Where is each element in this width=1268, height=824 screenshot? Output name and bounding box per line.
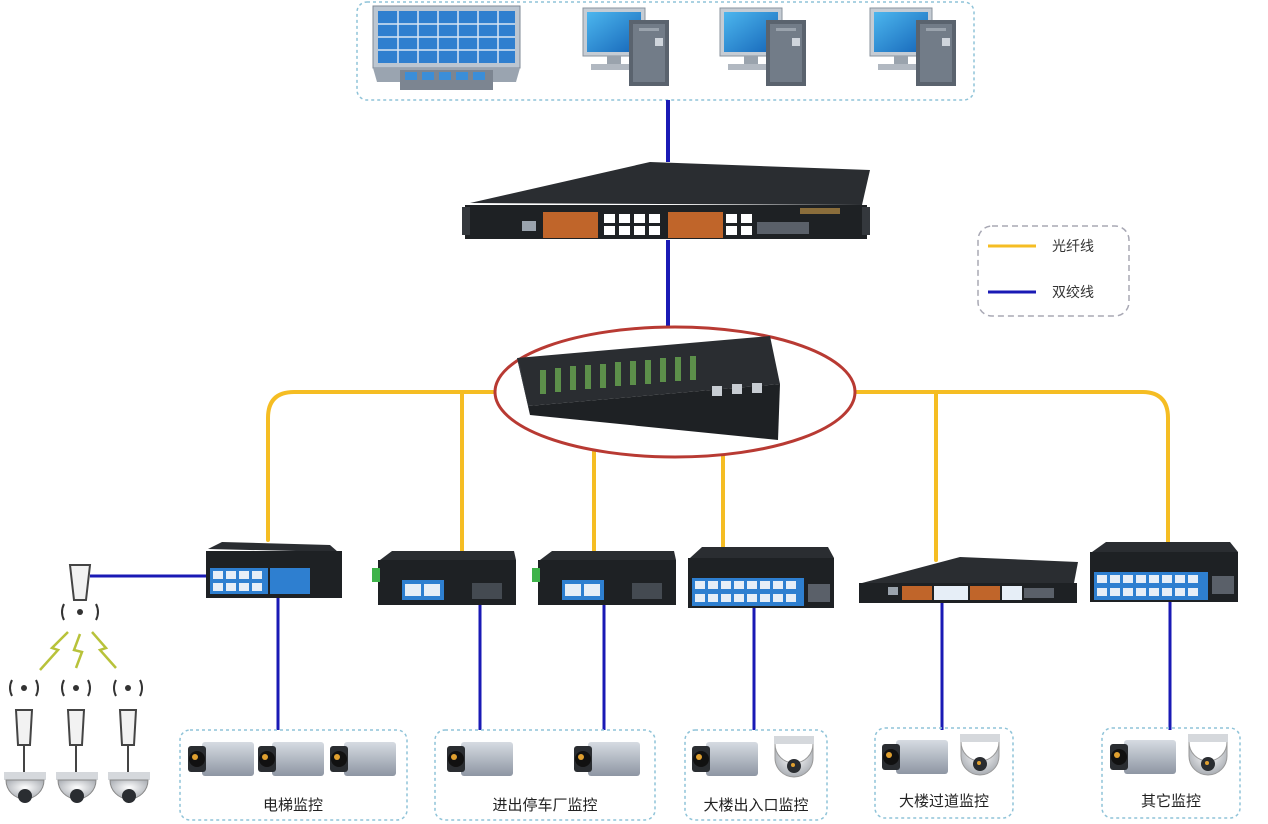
box-camera-icon <box>574 742 640 776</box>
camera-zone-corridor: 大楼过道监控 <box>874 727 1014 819</box>
box-camera-icon <box>692 742 758 776</box>
zone-label: 其它监控 <box>1141 792 1201 810</box>
industrial-switch-icon <box>688 547 834 608</box>
zone-label: 大楼过道监控 <box>899 792 989 810</box>
workstation-icon <box>869 7 956 86</box>
box-camera-icon <box>258 742 324 776</box>
industrial-switch-icon <box>532 551 676 605</box>
core-switch-icon <box>462 162 870 239</box>
industrial-switch-icon <box>859 557 1078 603</box>
dome-camera-icon <box>1188 734 1228 776</box>
twisted-pair-drops <box>90 574 1172 730</box>
wireless-bridge-icon <box>9 679 39 772</box>
camera-zone-parking: 进出停车厂监控 <box>434 729 656 821</box>
camera-zone-other: 其它监控 <box>1101 727 1241 819</box>
industrial-switch-icon <box>206 542 342 598</box>
video-wall-icon <box>372 5 521 90</box>
dome-camera-icon <box>4 772 46 803</box>
wireless-bridge-icon <box>113 679 143 772</box>
box-camera-icon <box>330 742 396 776</box>
legend-twisted-pair-label: 双绞线 <box>1052 284 1094 301</box>
box-camera-icon <box>882 740 948 774</box>
camera-zone-entrance: 大楼出入口监控 <box>684 729 828 821</box>
camera-zone-elevator: 电梯监控 <box>179 729 408 821</box>
industrial-switch-icon <box>372 551 516 605</box>
wireless-bridge-icon <box>61 679 91 772</box>
fiber-media-converter-chassis-icon <box>493 325 857 459</box>
zone-label: 大楼出入口监控 <box>703 796 808 814</box>
legend: 光纤线 双绞线 <box>977 225 1130 317</box>
dome-camera-icon <box>108 772 150 803</box>
workstation-icon <box>719 7 806 86</box>
wireless-bridge-icon <box>61 564 99 621</box>
monitoring-center-group <box>356 1 975 101</box>
dome-camera-icon <box>56 772 98 803</box>
fiber-links <box>266 390 1170 562</box>
dome-camera-icon <box>774 736 814 778</box>
wireless-bridge-group <box>4 564 150 803</box>
box-camera-icon <box>447 742 513 776</box>
dome-camera-icon <box>960 734 1000 776</box>
zone-label: 进出停车厂监控 <box>492 796 597 814</box>
box-camera-icon <box>1110 740 1176 774</box>
box-camera-icon <box>188 742 254 776</box>
industrial-switch-icon <box>1090 542 1238 602</box>
zone-label: 电梯监控 <box>263 796 323 814</box>
legend-fiber-label: 光纤线 <box>1052 239 1094 255</box>
workstation-icon <box>582 7 669 86</box>
